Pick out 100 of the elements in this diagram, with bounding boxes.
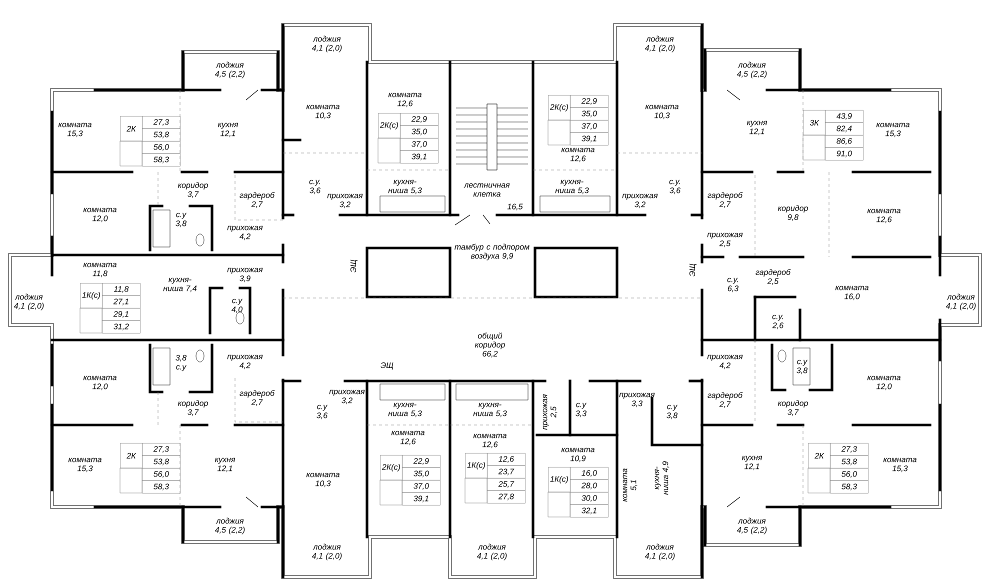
room-label: коридор 3,7 [178, 182, 208, 198]
room-label: лоджия 4,1 (2,0) [644, 36, 675, 52]
room-label: лоджия 4,5 (2,2) [736, 518, 767, 534]
room-label: комната 5,1 [622, 468, 638, 502]
room-label: лоджия 4,1 (2,0) [644, 544, 675, 560]
table-cell: 35,0 [570, 108, 608, 120]
room-label: прихожая 4,2 [227, 226, 263, 240]
room-label: комната 15,3 [883, 458, 917, 472]
table-cell: 91,0 [825, 148, 864, 160]
room-label: комната 16,0 [835, 286, 869, 300]
table-cell: 56,0 [830, 468, 868, 481]
room-label: кухня-ниша 5,3 [473, 402, 507, 418]
table-cell: 22,9 [400, 113, 438, 126]
room-label: лоджия 4,5 (2,2) [736, 62, 767, 78]
room-label: прихожая 3,2 [329, 390, 365, 404]
room-label: гардероб 2,7 [240, 192, 275, 208]
table-cell: 82,4 [825, 122, 864, 136]
table-cell: 30,0 [570, 492, 608, 505]
room-label: лестничная клетка [464, 183, 510, 197]
room-label: тамбур с подпором воздуха 9,9 [454, 244, 530, 260]
room-label: комната 10,3 [306, 472, 340, 488]
table-cell: 2К [120, 116, 142, 142]
table-cell: 31,2 [102, 320, 140, 334]
table-cell: 58,3 [830, 480, 868, 494]
room-label: коридор 3,7 [178, 400, 208, 416]
table-cell: 53,8 [830, 456, 868, 468]
room-label: прихожая 3,3 [619, 392, 655, 408]
table-cell: 27,3 [142, 116, 180, 129]
room-label: гардероб 2,7 [708, 192, 743, 208]
room-label: гардероб 2,7 [708, 392, 743, 408]
panel-label: ЭЩ [350, 260, 358, 272]
room-label: кухня 12,1 [742, 456, 762, 470]
room-label: с.у. 3,6 [669, 180, 681, 194]
room-label: комната 12,0 [83, 208, 117, 222]
room-label: прихожая 3,9 [227, 268, 263, 282]
room-label: с.у 3,3 [576, 402, 587, 418]
room-label: с.у 3,8 [666, 404, 678, 420]
room-label: лоджия 4,1 (2,0) [312, 544, 342, 560]
room-label: общий коридор 66,2 [474, 332, 505, 358]
room-label: комната 15,3 [68, 458, 102, 472]
room-label: прихожая 4,2 [707, 354, 743, 370]
table-cell: 58,3 [142, 480, 180, 494]
room-label: лоджия 4,1 (2,0) [946, 294, 976, 310]
room-label: прихожая 3,2 [327, 194, 363, 208]
table-cell: 2К(с) [378, 113, 400, 138]
table-cell: 28,0 [570, 480, 608, 492]
table-cell: 53,8 [142, 456, 180, 468]
room-label: комната 10,3 [645, 104, 679, 120]
room-label: с.у. 2,6 [772, 314, 784, 330]
room-label: прихожая 2,5 [542, 394, 558, 430]
table-cell: 56,0 [142, 468, 180, 481]
room-label: кухня-ниша 5,3 [555, 180, 589, 194]
table-cell: 39,1 [402, 492, 440, 506]
table-cell: 58,3 [142, 154, 180, 166]
table-cell: 2К(с) [548, 95, 570, 120]
table-cell: 25,7 [487, 478, 526, 491]
room-label: лоджия 4,1 (2,0) [312, 36, 342, 52]
room-label: гардероб 2,5 [756, 269, 791, 285]
table-cell: 86,6 [825, 135, 864, 148]
table-cell: 12,6 [487, 453, 526, 466]
table-cell: 2К [120, 443, 142, 468]
table-cell: 16,0 [570, 467, 608, 480]
room-label: кухня-ниша 5,3 [388, 180, 422, 194]
room-label: кухня 12,1 [746, 120, 768, 136]
room-label: кухня-ниша 4,9 [654, 461, 670, 495]
table-cell: 56,0 [142, 141, 180, 154]
room-label: комната 15,3 [58, 122, 92, 138]
room-label: кухня 12,1 [214, 458, 236, 472]
room-label: прихожая 4,2 [227, 354, 263, 370]
room-label: с.у. 3,6 [309, 180, 321, 194]
table-cell: 1К(с) [80, 283, 102, 308]
room-label: 3,8 с.у [176, 354, 187, 372]
room-label: комната 10,9 [561, 448, 595, 462]
room-label: комната 12,6 [391, 430, 425, 446]
table-cell: 3К [803, 110, 826, 136]
room-label: гардероб 2,7 [240, 390, 275, 406]
table-cell: 37,0 [400, 138, 438, 151]
panel-label: ЭЩ [380, 362, 394, 370]
room-label: прихожая 3,2 [622, 194, 658, 208]
room-label: лоджия 4,5 (2,2) [214, 518, 245, 534]
table-cell: 37,0 [402, 480, 440, 493]
table-cell: 2К [808, 443, 830, 468]
room-label: комната 12,0 [83, 376, 117, 390]
room-label: комната 12,0 [867, 376, 901, 390]
table-cell: 43,9 [825, 110, 864, 123]
table-cell: 2К(с) [380, 455, 402, 480]
area-label: 16,5 [507, 204, 523, 210]
room-label: комната 10,3 [306, 104, 340, 120]
table-cell: 1К(с) [465, 453, 488, 478]
room-label: коридор 9,8 [778, 205, 808, 221]
table-cell: 23,7 [487, 466, 526, 478]
room-label: лоджия 4,1 (2,0) [476, 544, 507, 560]
room-label: прихожая 2,5 [707, 232, 743, 248]
room-label: с.у 3,8 [176, 212, 187, 228]
table-cell: 22,9 [570, 95, 608, 108]
room-label: кухня 12,1 [218, 122, 238, 138]
table-cell: 35,0 [400, 126, 438, 138]
room-label: кухня-ниша 5,3 [388, 402, 422, 418]
room-label: комната 12,6 [473, 434, 507, 448]
table-cell: 39,1 [570, 132, 608, 146]
